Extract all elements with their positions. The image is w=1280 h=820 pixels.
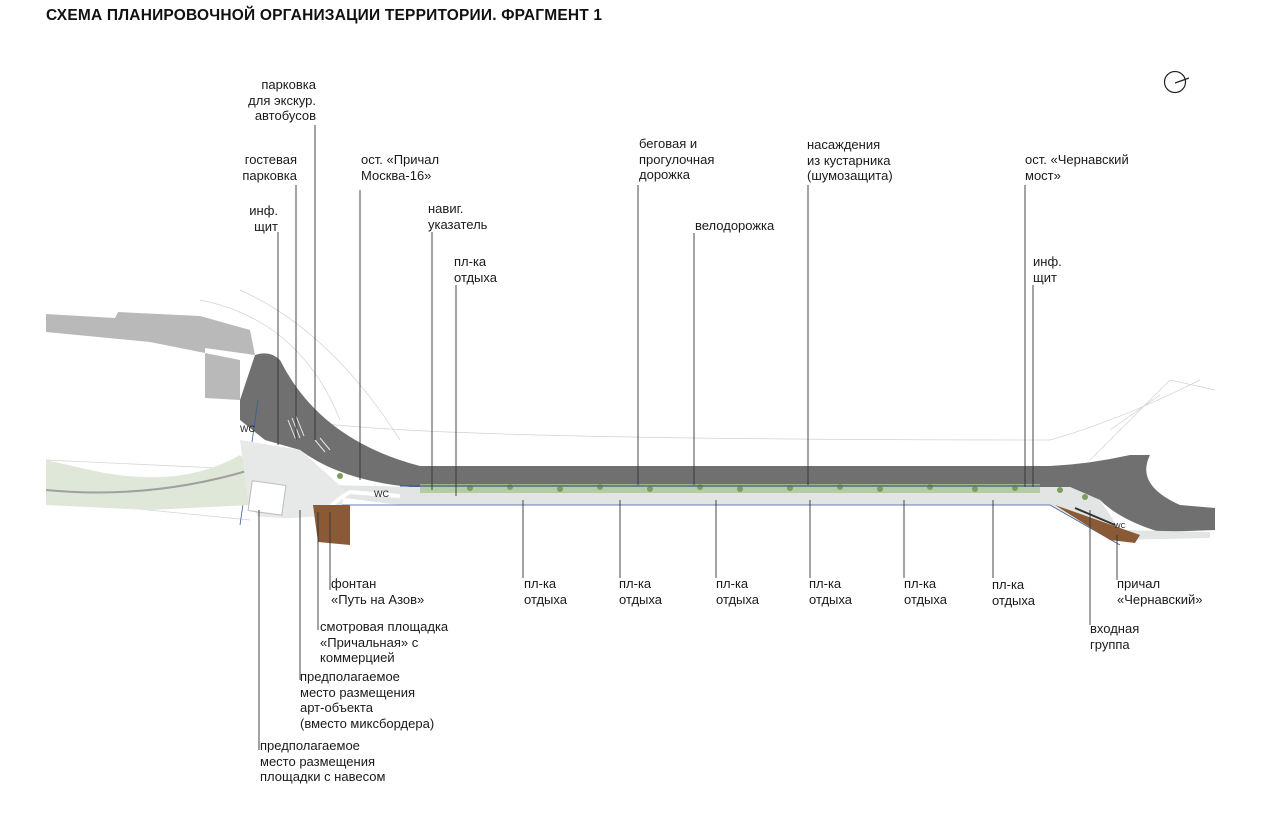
label-rest-6: пл-ка отдыха [992,577,1035,608]
label-rest-5: пл-ка отдыха [904,576,947,607]
white-path [249,489,401,525]
label-entrance: входная группа [1090,621,1140,652]
label-rest-3: пл-ка отдыха [716,576,759,607]
label-pier-chernavsky: причал «Чернавский» [1117,576,1203,607]
wc-mark-left: WC [240,424,255,434]
page-title: СХЕМА ПЛАНИРОВОЧНОЙ ОРГАНИЗАЦИИ ТЕРРИТОР… [46,7,603,24]
label-running-path: беговая и прогулочная дорожка [639,136,715,182]
label-stop-chernavsky: ост. «Чернавский мост» [1025,152,1129,183]
label-nav-sign: навиг. указатель [428,201,488,232]
leader-lines [258,125,1118,750]
label-fountain: фонтан «Путь на Азов» [331,576,425,607]
label-bike-path: велодорожка [695,218,775,233]
label-viewpoint: смотровая площадка «Причальная» с коммер… [320,619,449,665]
label-shrubs: насаждения из кустарника (шумозащита) [807,137,893,183]
label-guest-parking: гостевая парковка [242,152,297,183]
green-strip [420,484,1040,493]
park-left [46,455,255,510]
label-info-board-left: инф. щит [249,203,278,234]
label-art-object: предполагаемое место размещения арт-объе… [300,669,435,731]
label-canopy: предполагаемое место размещения площадки… [260,738,386,784]
wc-mark-center: WC [374,489,389,499]
label-bus-parking: парковка для экскур. автобусов [248,77,316,123]
label-stop-prichal: ост. «Причал Москва-16» [361,152,440,183]
label-rest-2: пл-ка отдыха [619,576,662,607]
pier-right [1055,505,1140,543]
label-info-board-right: инф. щит [1033,254,1062,285]
viewpoint-building [247,480,287,516]
pier-left [313,505,350,545]
north-arrow-icon [1163,70,1190,94]
promenade [330,485,1210,540]
label-rest-area-top: пл-ка отдыха [454,254,497,285]
wc-mark-right: WC [1114,523,1126,530]
road-left-strip [46,312,255,400]
label-rest-4: пл-ка отдыха [809,576,852,607]
label-rest-1: пл-ка отдыха [524,576,567,607]
